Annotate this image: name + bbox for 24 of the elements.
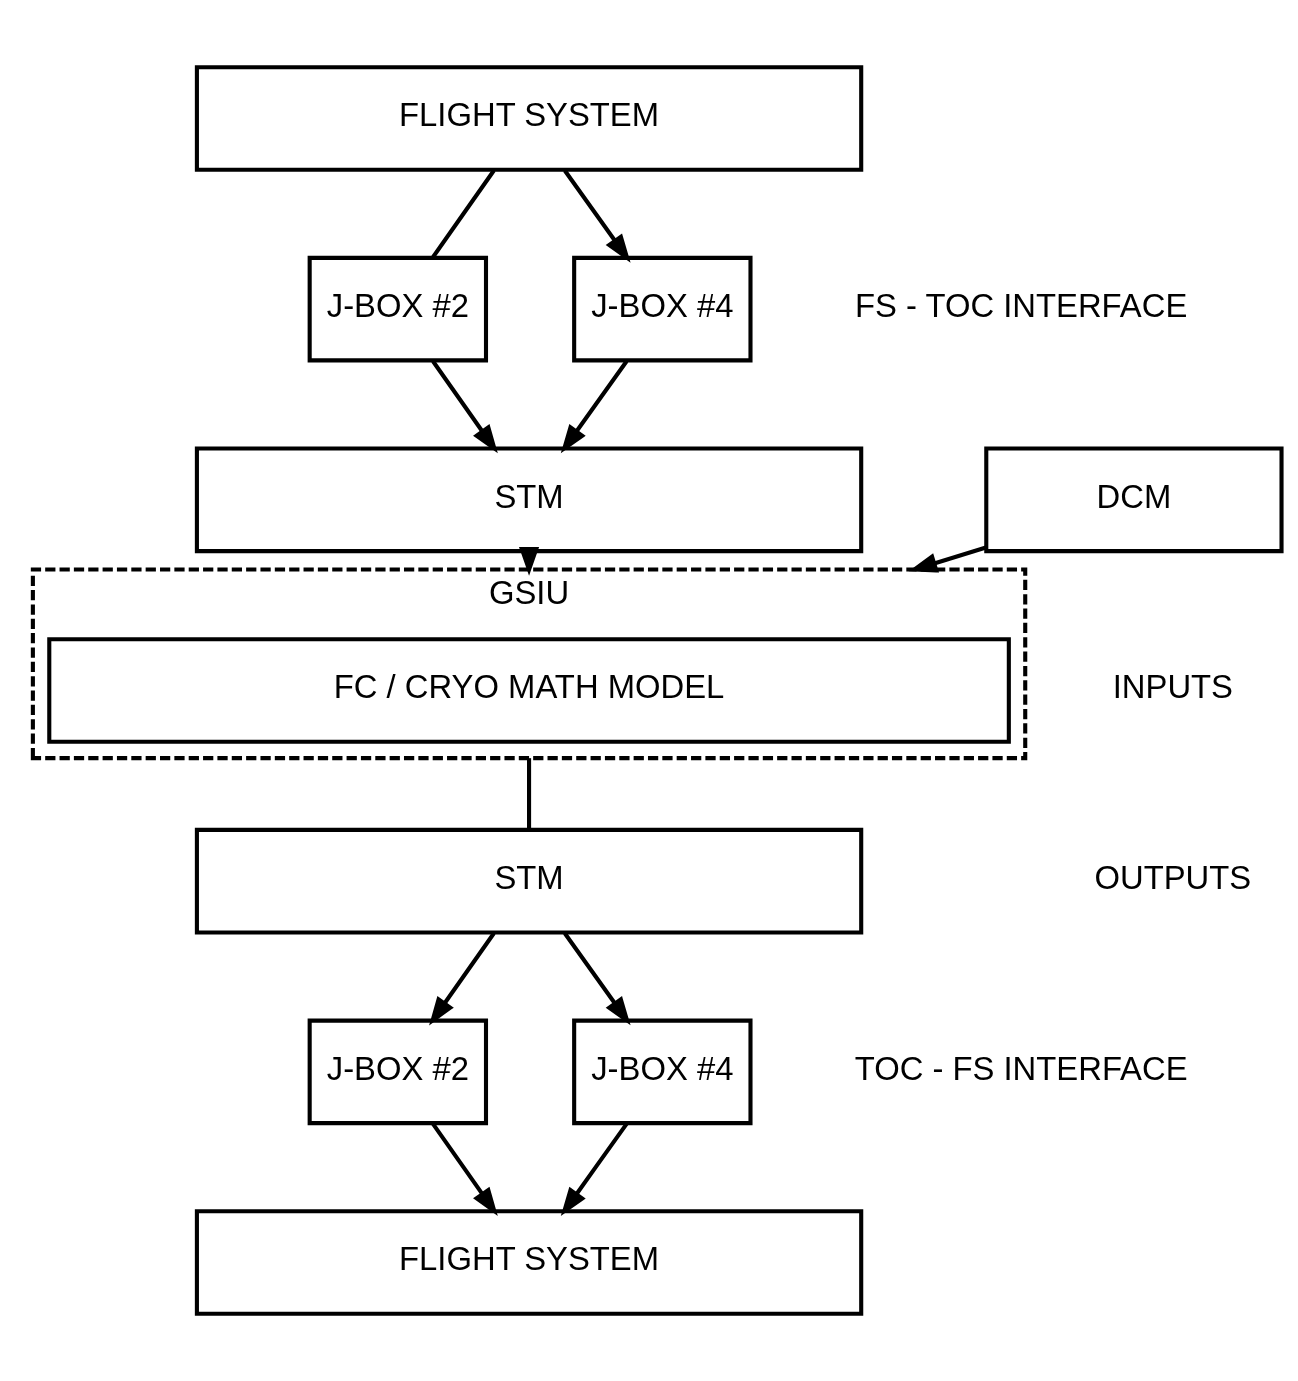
connector (430, 169, 496, 259)
node-box: STM (194, 827, 864, 935)
arrow (560, 1122, 629, 1217)
node-box: FC / CRYO MATH MODEL (47, 637, 1011, 744)
node-box: J-BOX #2 (307, 1018, 489, 1126)
label: TOC - FS INTERFACE (854, 1049, 1188, 1087)
arrow (429, 932, 496, 1026)
label: OUTPUTS (1094, 858, 1252, 896)
node-box: FLIGHT SYSTEM (194, 1209, 864, 1316)
arrow (563, 169, 631, 263)
arrow (560, 360, 629, 454)
node-box: FLIGHT SYSTEM (194, 65, 864, 172)
arrow (908, 545, 987, 573)
label: INPUTS (1112, 668, 1233, 706)
node-box: J-BOX #2 (307, 255, 489, 363)
node-box: J-BOX #4 (572, 1018, 753, 1126)
node-box: DCM (984, 446, 1284, 554)
arrow (431, 1122, 498, 1217)
arrow (519, 547, 540, 576)
connector (527, 758, 532, 830)
arrow (563, 932, 631, 1026)
label: FS - TOC INTERFACE (855, 286, 1188, 324)
node-box: J-BOX #4 (572, 255, 753, 363)
arrow (431, 360, 498, 454)
